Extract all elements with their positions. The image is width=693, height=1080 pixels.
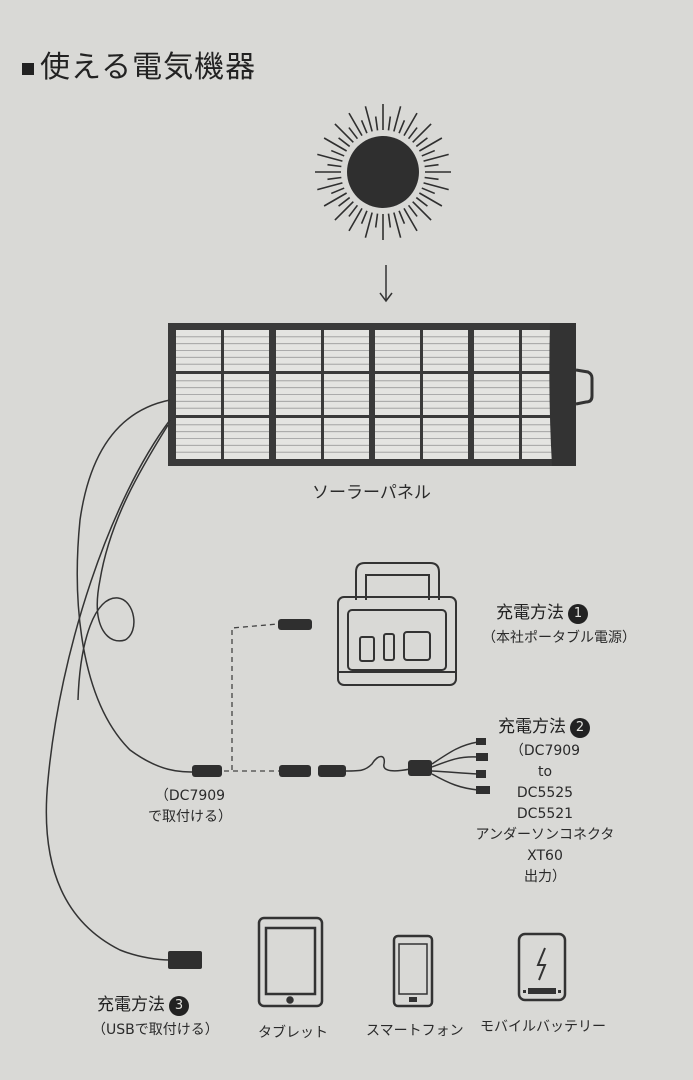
sun-ray: [338, 196, 351, 207]
method-3-number-badge: 3: [169, 996, 189, 1016]
sun-ray: [398, 119, 406, 134]
method-2-line: XT60: [527, 848, 563, 864]
sun-ray: [334, 201, 354, 221]
sun-ray: [423, 182, 449, 191]
sun-ray: [360, 119, 368, 134]
solar-panel-label: ソーラーパネル: [312, 483, 431, 503]
tablet-icon: [257, 916, 324, 1008]
sun-ray: [387, 116, 392, 131]
sun-ray: [323, 192, 348, 207]
sun-ray: [415, 196, 428, 207]
sun-ray: [387, 213, 392, 228]
sun-ray: [348, 207, 363, 232]
arrow-down-icon: [379, 265, 393, 303]
sun-ray: [374, 116, 379, 131]
sun-ray: [360, 210, 368, 225]
sun-ray: [348, 127, 359, 140]
method-1-number-badge: 1: [568, 604, 588, 624]
dc-connector-icon: [192, 765, 222, 777]
method-2-line: DC5521: [516, 806, 574, 822]
sun-ray: [323, 137, 348, 152]
sun-ray: [330, 187, 345, 195]
device-label-mobile-battery: モバイルバッテリー: [480, 1019, 606, 1035]
method-3-note: （USBで取付ける）: [92, 1022, 219, 1038]
panel-cables: [45, 399, 196, 961]
dc-note-line: で取付ける）: [148, 809, 232, 825]
method-1-note: （本社ポータブル電源）: [482, 630, 636, 646]
portable-power-station-icon: [337, 562, 457, 686]
station-plug-icon: [278, 619, 312, 630]
method-2-line: DC5525: [516, 785, 574, 801]
sun-ray: [364, 212, 373, 238]
sun-ray: [412, 123, 432, 143]
sun-ray: [330, 149, 345, 157]
sun-ray: [412, 201, 432, 221]
sun-ray: [364, 106, 373, 132]
usb-connector-icon: [168, 951, 202, 969]
smartphone-icon: [392, 934, 434, 1008]
mobile-battery-icon: [517, 932, 567, 1002]
sun-ray: [403, 112, 418, 137]
sun-ray: [348, 112, 363, 137]
solar-panel-icon: [168, 323, 594, 466]
square-bullet-icon: [22, 62, 34, 75]
sun-ray: [421, 187, 436, 195]
device-label-smartphone: スマートフォン: [366, 1023, 464, 1039]
sun-ray: [415, 137, 428, 148]
dashed-line-to-station: [224, 623, 280, 772]
method-2-details: （DC7909 to DC5525 DC5521 アンダーソンコネクタ XT60…: [470, 741, 620, 888]
method-2-heading-text: 充電方法: [498, 717, 566, 737]
page-title: 使える電気機器: [22, 42, 256, 86]
sun-ray: [327, 163, 342, 168]
method-2-line: アンダーソンコネクタ: [475, 827, 615, 843]
method-2-number-badge: 2: [570, 718, 590, 738]
method-2-line: （DC7909: [509, 743, 581, 759]
page-title-text: 使える電気機器: [40, 50, 257, 85]
multi-output-cable-icon: [279, 738, 490, 794]
sun-ray: [407, 127, 418, 140]
sun-ray: [393, 212, 402, 238]
dc-connector-note: （DC7909 で取付ける）: [130, 786, 250, 828]
sun-ray: [348, 204, 359, 217]
method-1-heading-text: 充電方法: [496, 603, 564, 623]
sun-ray: [317, 182, 343, 191]
sun-ray: [407, 204, 418, 217]
device-label-tablet: タブレット: [258, 1025, 328, 1041]
sun-ray: [398, 210, 406, 225]
sun-ray: [403, 207, 418, 232]
sun-ray: [374, 213, 379, 228]
sun-ray: [334, 123, 354, 143]
sun-ray: [338, 137, 351, 148]
sun-ray: [424, 176, 439, 181]
sun-icon: [315, 104, 451, 240]
sun-ray: [317, 153, 343, 162]
method-2-line: to: [537, 764, 553, 780]
sun-ray: [418, 137, 443, 152]
method-3-heading-text: 充電方法: [97, 995, 165, 1015]
dc-note-line: （DC7909: [154, 788, 226, 804]
sun-ray: [418, 192, 443, 207]
sun-ray: [327, 176, 342, 181]
sun-ray: [424, 163, 439, 168]
sun-ray: [421, 149, 436, 157]
sun-ray: [393, 106, 402, 132]
method-2-line: 出力）: [524, 869, 566, 885]
sun-ray: [423, 153, 449, 162]
